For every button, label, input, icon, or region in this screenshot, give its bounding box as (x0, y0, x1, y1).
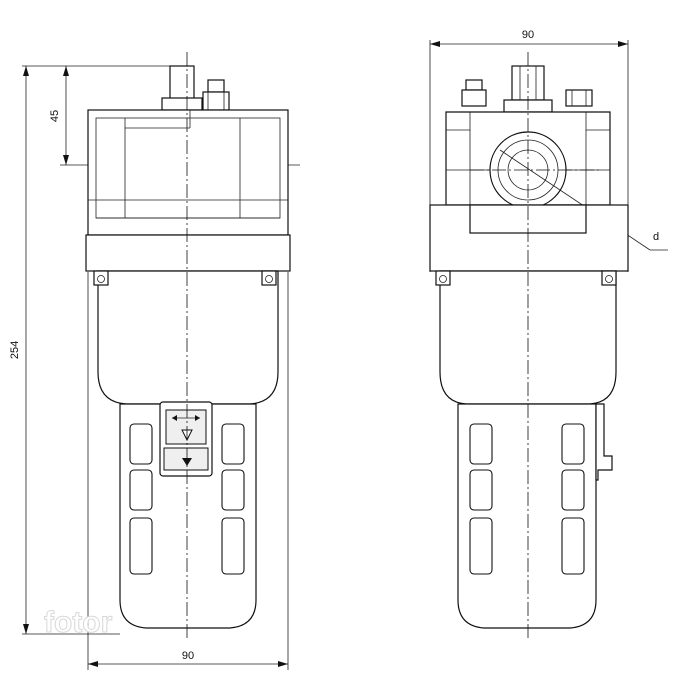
side-view: 90 d (429, 29, 668, 640)
dimension-front-width: 90 (182, 650, 194, 662)
dimension-port-height: 45 (49, 110, 61, 122)
front-view: 254 45 (9, 52, 300, 670)
dimension-total-height: 254 (9, 341, 21, 359)
port-diameter-label: d (653, 231, 659, 243)
watermark: fotor (44, 606, 113, 639)
dimension-side-width: 90 (522, 29, 534, 41)
